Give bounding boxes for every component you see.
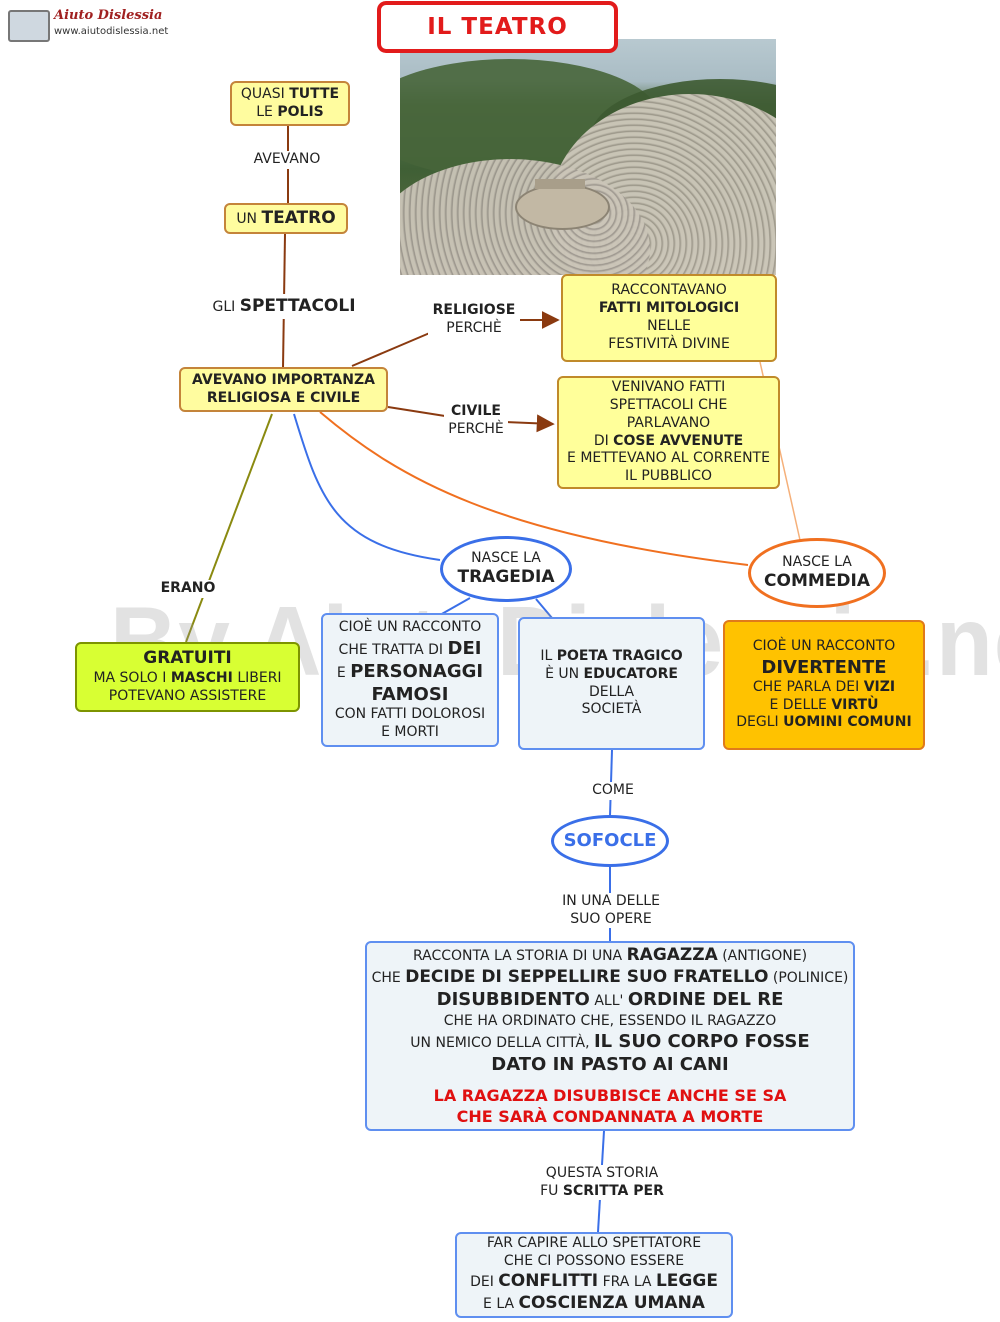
label-civile: CIVILE PERCHÈ xyxy=(444,403,508,438)
link-importanza-gratuiti xyxy=(185,413,273,643)
node-teatro: UN TEATRO xyxy=(224,203,348,234)
ellipse-sofocle: SOFOCLE xyxy=(551,815,669,867)
logo-icon xyxy=(8,10,50,42)
label-spettacoli: GLI SPETTACOLI xyxy=(200,294,368,320)
logo: Aiuto Dislessia www.aiutodislessia.net xyxy=(8,8,168,44)
link-importanza-commedia xyxy=(319,411,749,566)
logo-name: Aiuto Dislessia xyxy=(54,8,163,23)
logo-url: www.aiutodislessia.net xyxy=(54,26,169,37)
node-conflitti: FAR CAPIRE ALLO SPETTATORE CHE CI POSSON… xyxy=(455,1232,733,1318)
page-title: IL TEATRO xyxy=(427,14,568,40)
label-opere: IN UNA DELLE SUO OPERE xyxy=(553,893,669,928)
node-antigone: RACCONTA LA STORIA DI UNA RAGAZZA (ANTIG… xyxy=(365,941,855,1131)
theatre-photo xyxy=(400,39,776,275)
label-storia: QUESTA STORIA FU SCRITTA PER xyxy=(532,1165,672,1200)
link-importanza-tragedia xyxy=(293,413,441,561)
node-tragedia-def: CIOÈ UN RACCONTO CHE TRATTA DI DEI E PER… xyxy=(321,613,499,747)
link-tragedia-def xyxy=(439,597,471,616)
node-importanza: AVEVANO IMPORTANZA RELIGIOSA E CIVILE xyxy=(179,367,388,412)
ellipse-tragedia: NASCE LA TRAGEDIA xyxy=(440,536,572,602)
node-mitologici: RACCONTAVANO FATTI MITOLOGICI NELLE FEST… xyxy=(561,274,777,362)
node-poeta: IL POETA TRAGICO È UN EDUCATORE DELLA SO… xyxy=(518,617,705,750)
label-erano: ERANO xyxy=(156,580,220,598)
node-avvenute: VENIVANO FATTI SPETTACOLI CHE PARLAVANO … xyxy=(557,376,780,489)
link-importanza-religiose xyxy=(351,331,433,367)
link-tragedia-poeta xyxy=(535,598,553,619)
node-commedia-def: CIOÈ UN RACCONTO DIVERTENTE CHE PARLA DE… xyxy=(723,620,925,750)
page-title-box: IL TEATRO xyxy=(377,1,618,53)
link-importanza-civile xyxy=(387,406,446,417)
link-civile-arrow xyxy=(504,414,555,433)
node-polis: QUASI TUTTE LE POLIS xyxy=(230,81,350,126)
label-avevano: AVEVANO xyxy=(248,151,326,169)
label-religiose: RELIGIOSE PERCHÈ xyxy=(428,302,520,337)
ellipse-commedia: NASCE LA COMMEDIA xyxy=(748,538,886,608)
label-come: COME xyxy=(585,782,641,800)
node-gratuiti: GRATUITI MA SOLO I MASCHI LIBERI POTEVAN… xyxy=(75,642,300,712)
